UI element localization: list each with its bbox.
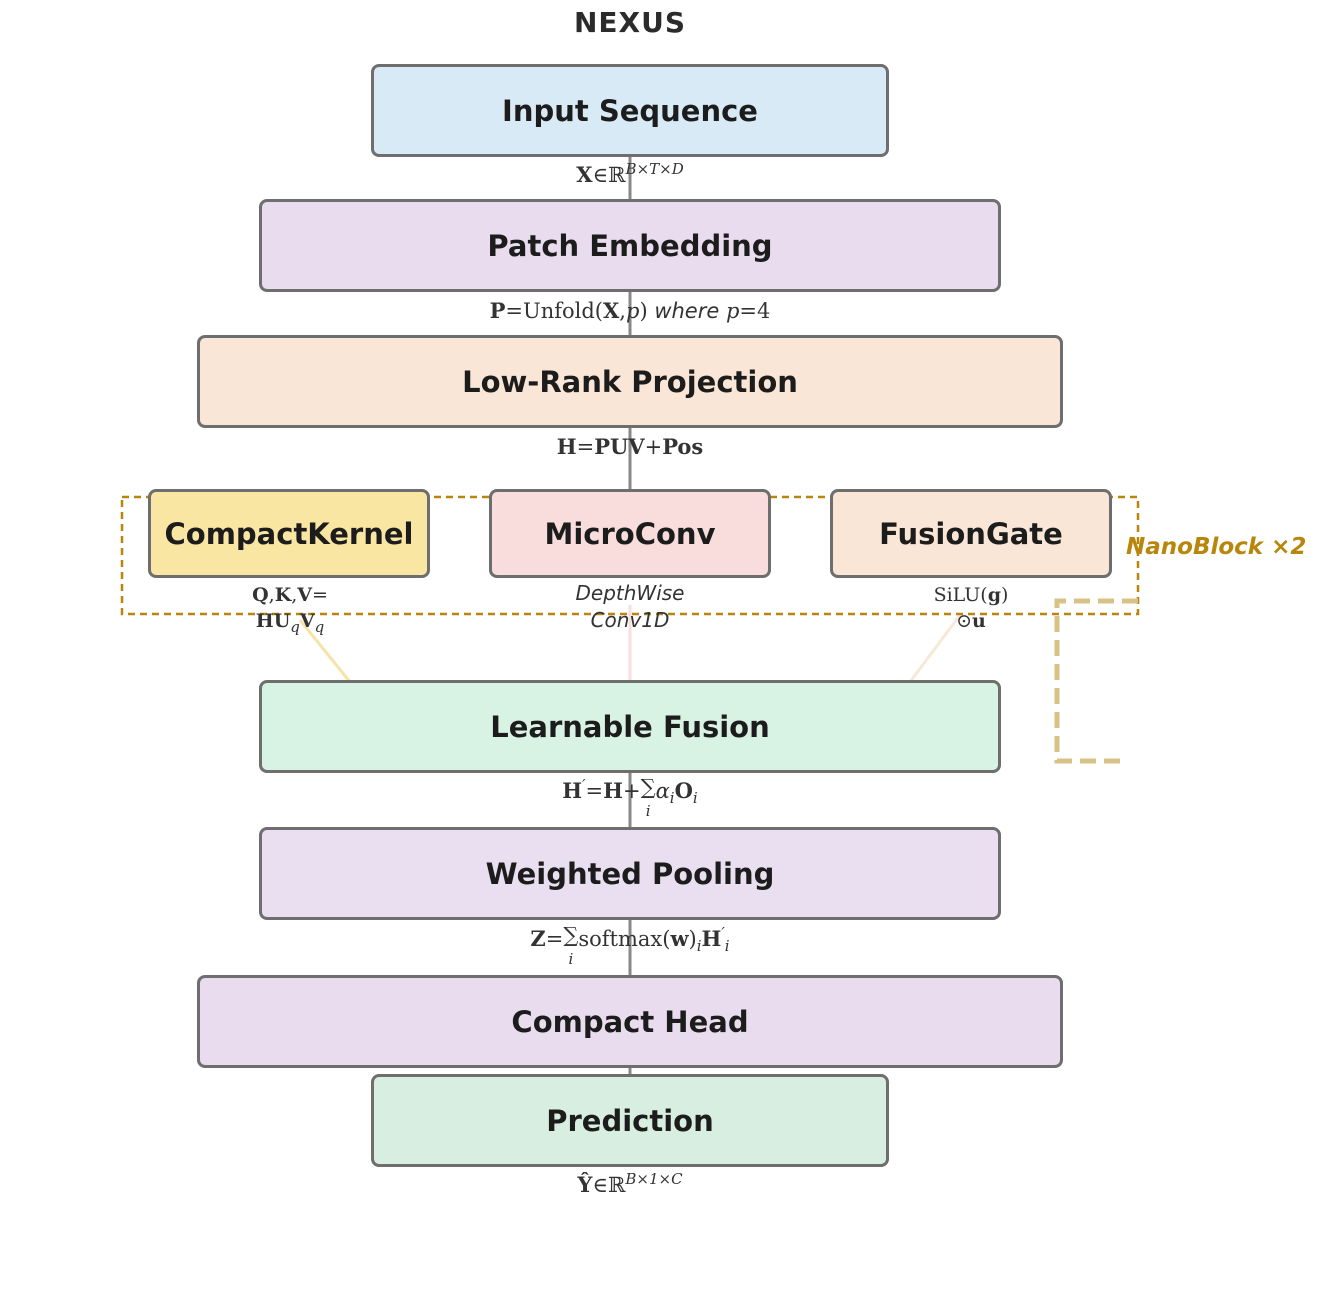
patch-formula: P=Unfold(X,p) where p=4 [489, 298, 771, 323]
diagram-title: NEXUS [573, 6, 687, 39]
fusiongate-formula: SiLU(g)⊙u [933, 584, 1009, 632]
input-sequence-node: Input Sequence [371, 64, 889, 157]
compact-head-node: Compact Head [197, 975, 1063, 1068]
prediction-node: Prediction [371, 1074, 889, 1167]
patch-embedding-node: Patch Embedding [259, 199, 1001, 292]
prediction-formula: Ŷ∈ℝB×1×C [577, 1170, 683, 1197]
fusion-gate-node: FusionGate [830, 489, 1112, 578]
low-rank-projection-node: Low-Rank Projection [197, 335, 1063, 428]
input-formula: X∈ℝB×T×D [576, 160, 684, 187]
nanoblock-label: NanoBlock ×2 [1126, 534, 1307, 560]
connector-kernel-fusion [298, 619, 352, 683]
weighted-pooling-node: Weighted Pooling [259, 827, 1001, 920]
microconv-node: MicroConv [489, 489, 771, 578]
lowrank-formula: H=PUV+Pos [556, 434, 704, 459]
learnable-fusion-node: Learnable Fusion [259, 680, 1001, 773]
compact-kernel-node: CompactKernel [148, 489, 430, 578]
kernel-formula: Q,K,V=HUqVq [252, 584, 328, 636]
connector-gate-fusion [908, 614, 962, 683]
fusion-formula: H′=H+∑iαiOi [562, 775, 698, 820]
repeat-bracket [1054, 598, 1138, 764]
microconv-formula: DepthWise Conv1D [530, 580, 730, 634]
pooling-formula: Z=∑isoftmax(w)iH′i [530, 923, 730, 968]
microconv-formula-line2: Conv1D [590, 608, 670, 632]
microconv-formula-line1: DepthWise [575, 581, 685, 605]
